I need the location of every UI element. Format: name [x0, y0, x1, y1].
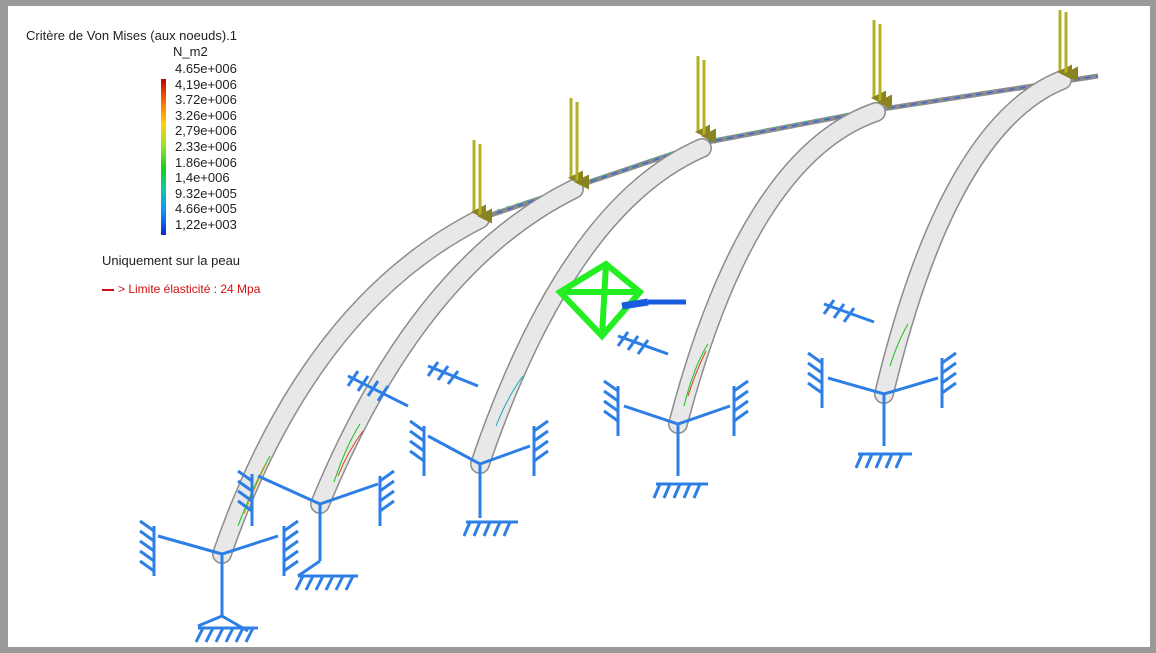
- arch-rib-2: [310, 179, 584, 514]
- legend-tick: 1.86e+006: [175, 154, 237, 170]
- legend-tick: 3.72e+006: [175, 92, 237, 108]
- arch-rib-4: [668, 102, 886, 434]
- legend-color-bar: [161, 79, 166, 235]
- arch-rib-3: [470, 138, 712, 474]
- legend-unit: N_m2: [173, 44, 208, 59]
- legend-tick: 4,19e+006: [175, 76, 237, 92]
- legend-title: Critère de Von Mises (aux noeuds).1: [26, 28, 237, 43]
- support-symbols: [139, 299, 957, 643]
- legend-tick: 4.65e+006: [175, 61, 237, 76]
- limit-text: > Limite élasticité : 24 Mpa: [118, 282, 261, 296]
- legend-tick: 1,4e+006: [175, 170, 230, 186]
- skin-note: Uniquement sur la peau: [102, 253, 241, 268]
- top-beam: [475, 73, 1099, 223]
- arch-rib-1: [212, 209, 490, 564]
- axis-marker: [555, 260, 686, 341]
- legend-tick: 1,22e+003: [175, 216, 237, 232]
- legend-tick: 4.66e+005: [175, 201, 237, 217]
- elastic-limit-note: > Limite élasticité : 24 Mpa: [102, 282, 260, 296]
- legend-ticks: 4.65e+006 4,19e+006 3.72e+006 3.26e+006 …: [175, 61, 237, 233]
- legend-tick: 9.32e+005: [175, 185, 237, 201]
- legend-tick: 2.33e+006: [175, 138, 237, 154]
- limit-dash: [102, 288, 114, 291]
- arch-rib-5: [874, 70, 1072, 404]
- legend-tick: 3.26e+006: [175, 107, 237, 123]
- viewport-3d[interactable]: Critère de Von Mises (aux noeuds).1 N_m2…: [8, 6, 1150, 647]
- fea-scene[interactable]: [8, 6, 1150, 647]
- legend-tick: 2,79e+006: [175, 123, 237, 139]
- load-arrows: [471, 10, 1078, 224]
